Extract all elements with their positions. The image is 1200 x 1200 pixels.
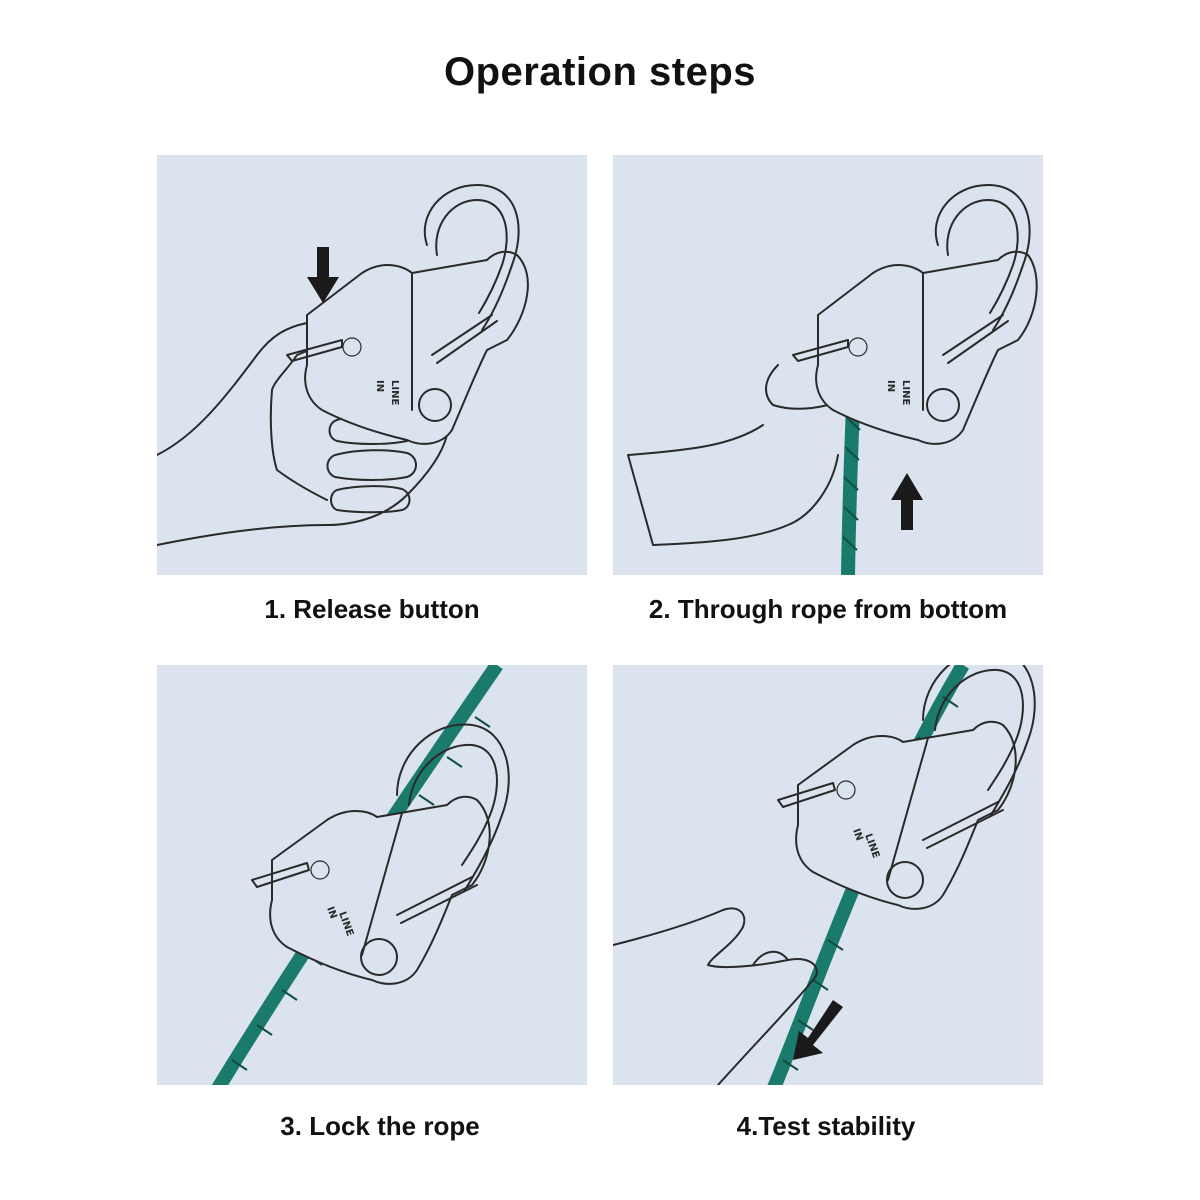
page-title: Operation steps <box>443 50 756 94</box>
step-1-caption: 1. Release button <box>264 594 480 624</box>
step-4-illustration: LINE IN <box>613 665 1043 1085</box>
step-4-caption: 4.Test stability <box>736 1111 916 1141</box>
step-3-illustration: LINE IN <box>157 665 587 1085</box>
step-1-illustration: LINE IN <box>157 155 587 575</box>
arrow-down-icon <box>307 247 339 303</box>
device-label-in: IN <box>885 380 896 392</box>
step-2-illustration: LINE IN <box>613 155 1043 575</box>
arrow-down-left-icon <box>793 1000 843 1060</box>
step-2-caption: 2. Through rope from bottom <box>648 594 1008 624</box>
device-label-in: IN <box>850 827 864 842</box>
device-label-line: LINE <box>900 380 911 405</box>
step-3-caption: 3. Lock the rope <box>280 1111 480 1141</box>
arrow-up-icon <box>891 473 923 530</box>
device-label-in: IN <box>374 380 385 392</box>
device-label-line: LINE <box>389 380 400 405</box>
device-label-in: IN <box>324 905 338 920</box>
